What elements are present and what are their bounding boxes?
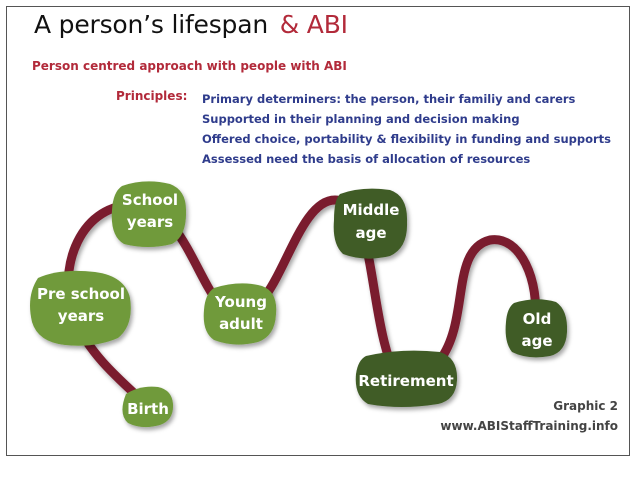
stage-pre-school-years: Pre school years <box>30 270 131 346</box>
stage-label: adult <box>219 315 263 333</box>
page-title: A person’s lifespan & ABI <box>34 10 348 39</box>
stage-blob <box>111 181 187 247</box>
stage-retirement: Retirement <box>355 350 458 407</box>
stage-blob <box>505 299 568 358</box>
stage-blob <box>122 386 174 428</box>
title-accent: & ABI <box>279 10 348 39</box>
stage-label: age <box>521 332 552 350</box>
stage-middle-age: Middle age <box>333 188 408 259</box>
stage-school-years: School years <box>111 181 187 247</box>
stage-blob <box>333 188 408 259</box>
principles-label: Principles: <box>116 89 188 103</box>
subtitle: Person centred approach with people with… <box>32 59 347 73</box>
principle-item: Primary determiners: the person, their f… <box>202 92 576 106</box>
graphic-credit: Graphic 2 www.ABIStaffTraining.info <box>440 396 618 436</box>
stage-label: Pre school <box>37 285 125 303</box>
lifespan-path <box>63 195 541 410</box>
stage-label: Old <box>523 310 552 328</box>
principles-list: Primary determiners: the person, their f… <box>202 89 611 169</box>
stage-label: Middle <box>343 201 400 219</box>
stage-label: Retirement <box>358 372 453 390</box>
stage-label: Young <box>214 293 267 311</box>
stage-label: age <box>355 224 386 242</box>
principle-item: Assessed need the basis of allocation of… <box>202 152 531 166</box>
graphic-number: Graphic 2 <box>553 399 618 413</box>
stage-young-adult: Young adult <box>203 283 277 345</box>
stage-label: School <box>122 191 178 209</box>
principle-item: Offered choice, portability & flexibilit… <box>202 132 612 146</box>
graphic-frame <box>6 6 630 456</box>
title-main: A person’s lifespan <box>34 10 268 39</box>
stage-blob <box>355 350 458 407</box>
stage-label: years <box>58 307 104 325</box>
website-url: www.ABIStaffTraining.info <box>440 419 618 433</box>
stage-blob <box>30 270 131 346</box>
stage-label: years <box>127 213 173 231</box>
stage-birth: Birth <box>122 386 174 428</box>
principle-item: Supported in their planning and decision… <box>202 112 520 126</box>
stage-label: Birth <box>127 400 169 418</box>
stage-old-age: Old age <box>505 299 568 358</box>
stage-blob <box>203 283 277 345</box>
